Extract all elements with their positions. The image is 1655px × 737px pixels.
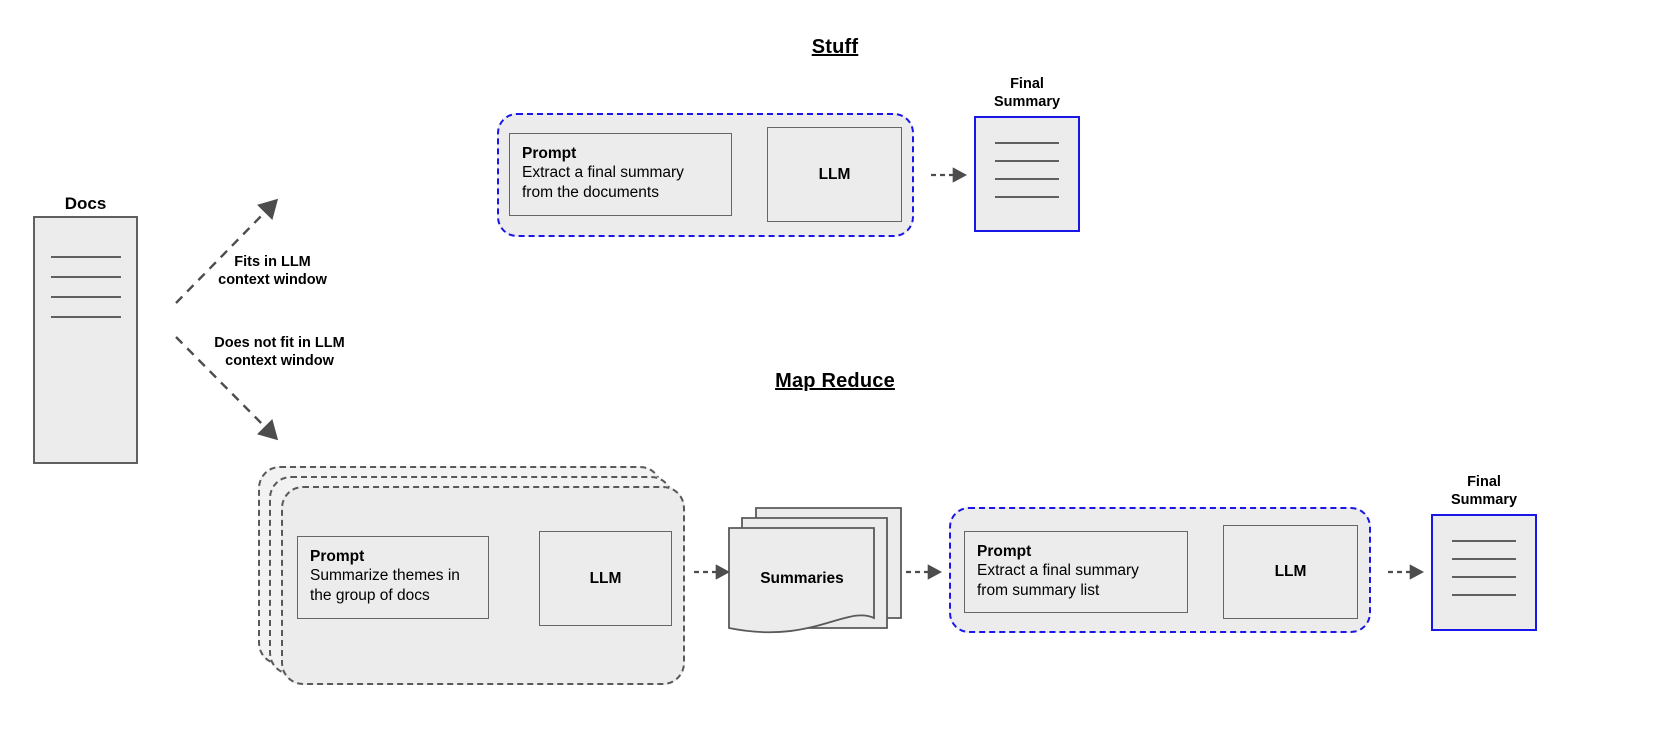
docs-line <box>50 276 121 278</box>
prompt-heading: Prompt <box>522 145 577 162</box>
docs-label: Docs <box>64 194 107 213</box>
summary-line <box>1452 576 1516 578</box>
summary-line <box>995 142 1059 144</box>
summaries-label: Summaries <box>760 570 844 587</box>
map-llm-box: LLM <box>539 531 672 626</box>
docs-line <box>50 296 121 298</box>
summary-line <box>1452 594 1516 596</box>
summary-line <box>995 178 1059 180</box>
reduce-prompt-body: Extract a final summary from summary lis… <box>977 562 1139 599</box>
stuff-llm-box: LLM <box>767 127 902 222</box>
stuff-title: Stuff <box>811 36 859 58</box>
summary-line <box>1452 558 1516 560</box>
reduce-prompt-box: Prompt Extract a final summary from summ… <box>964 531 1188 613</box>
map-prompt-body: Summarize themes in the group of docs <box>310 567 460 604</box>
llm-label: LLM <box>818 165 851 183</box>
final-summary-box-top <box>974 116 1080 232</box>
map-prompt-box: Prompt Summarize themes in the group of … <box>297 536 489 619</box>
map-reduce-title: Map Reduce <box>775 370 895 392</box>
llm-label: LLM <box>589 569 622 587</box>
summary-line <box>995 160 1059 162</box>
docs-box <box>33 216 138 464</box>
docs-lines <box>35 256 136 318</box>
prompt-heading: Prompt <box>977 543 1032 560</box>
branch-label-fits: Fits in LLM context window <box>218 254 327 288</box>
llm-label: LLM <box>1274 563 1307 580</box>
reduce-llm-box: LLM <box>1223 525 1358 619</box>
docs-line <box>50 316 121 318</box>
stuff-prompt-body: Extract a final summary from the documen… <box>522 164 684 201</box>
final-summary-label-top: Final Summary <box>993 76 1061 110</box>
final-summary-lines-top <box>976 142 1078 198</box>
final-summary-label-bottom: Final Summary <box>1450 474 1518 508</box>
final-summary-box-bottom <box>1431 514 1537 631</box>
final-summary-lines-bottom <box>1433 540 1535 596</box>
docs-line <box>50 256 121 258</box>
summary-line <box>1452 540 1516 542</box>
prompt-heading: Prompt <box>310 548 365 565</box>
summary-line <box>995 196 1059 198</box>
summaries-stack <box>728 507 902 634</box>
stuff-prompt-box: Prompt Extract a final summary from the … <box>509 133 732 216</box>
branch-label-not-fits: Does not fit in LLM context window <box>214 335 345 369</box>
